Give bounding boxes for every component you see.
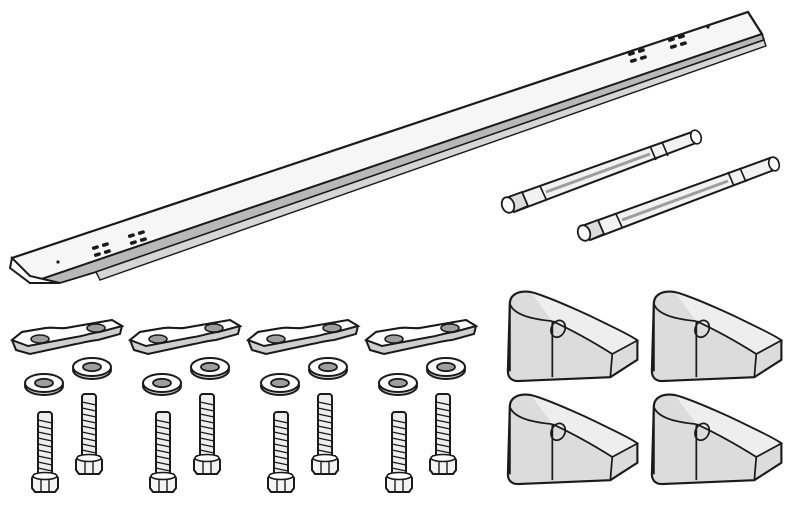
washer-2a [142,373,182,396]
bolt-3a [267,411,295,493]
wedge-block-3 [506,393,639,486]
bolt-2b [193,393,221,475]
washer-1b [72,357,112,380]
washer-3a [260,373,300,396]
bolt-2a [149,411,177,493]
bolt-1a [31,411,59,493]
shaft-lower [576,156,781,242]
washer-4b [426,357,466,380]
shaft-upper [500,129,703,214]
bolt-4a [385,411,413,493]
plate-3 [247,319,359,355]
wedge-block-2 [650,290,783,383]
plate-2 [129,319,241,355]
plate-1 [11,319,123,355]
wedge-block-4 [650,393,783,486]
channel-rail [8,10,767,285]
bolt-4b [429,393,457,475]
washer-1a [24,373,64,396]
washer-4a [378,373,418,396]
wedge-block-1 [506,290,639,383]
bolt-3b [311,393,339,475]
washer-3b [308,357,348,380]
bolt-1b [75,393,103,475]
plate-4 [365,319,477,355]
washer-2b [190,357,230,380]
